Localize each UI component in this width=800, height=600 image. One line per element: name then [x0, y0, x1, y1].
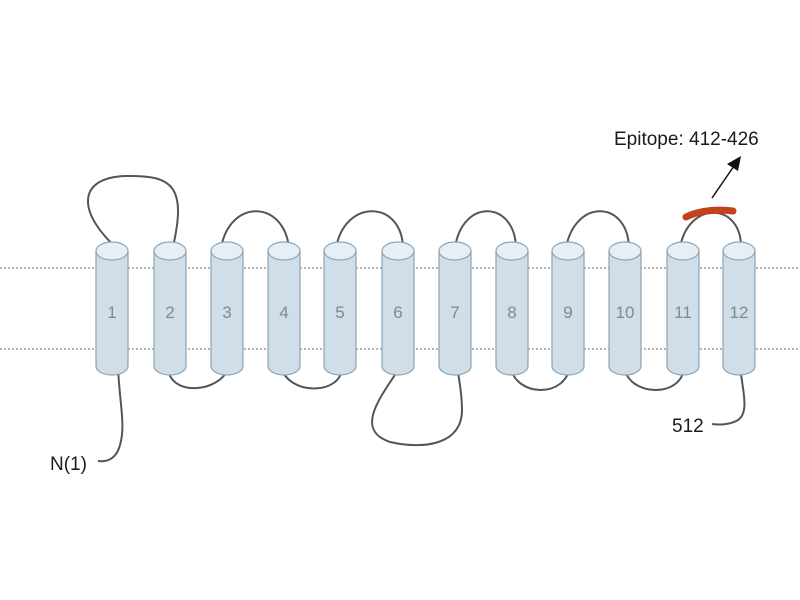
- extracellular-loop-1-2: [87, 174, 180, 252]
- helix-3: 3: [210, 241, 244, 376]
- helix-number-label: 1: [107, 303, 116, 322]
- helix-cap: [95, 241, 129, 261]
- helix-number-label: 11: [674, 303, 692, 322]
- extracellular-loop-7-8: [454, 210, 517, 249]
- intracellular-loop-6-7: [371, 365, 464, 447]
- helix-number-label: 7: [450, 303, 459, 322]
- extracellular-loop-5-6: [335, 210, 404, 249]
- n-terminal-tail: [97, 365, 124, 463]
- helix-number-label: 3: [222, 303, 231, 322]
- epitope-highlight: [682, 206, 737, 221]
- helix-number-label: 4: [279, 303, 288, 322]
- helix-number-label: 5: [335, 303, 344, 322]
- helix-cap: [381, 241, 415, 261]
- helix-4: 4: [267, 241, 301, 376]
- epitope-label: Epitope: 412-426: [614, 129, 759, 150]
- helix-cap: [608, 241, 642, 261]
- helix-number-label: 2: [165, 303, 174, 322]
- helix-cylinder: [210, 250, 244, 376]
- helix-7: 7: [438, 241, 472, 376]
- helix-number-label: 10: [616, 303, 635, 322]
- helix-cap: [210, 241, 244, 261]
- helix-5: 5: [323, 241, 357, 376]
- helix-cap: [323, 241, 357, 261]
- helix-cap: [438, 241, 472, 261]
- helix-cap: [153, 241, 187, 261]
- helix-11: 11: [666, 241, 700, 376]
- helix-number-label: 12: [730, 303, 749, 322]
- helix-number-label: 9: [563, 303, 572, 322]
- helix-number-label: 6: [393, 303, 402, 322]
- helix-2: 2: [153, 241, 187, 376]
- helix-cap: [722, 241, 756, 261]
- helix-cylinder: [495, 250, 529, 376]
- extracellular-loop-3-4: [220, 210, 290, 249]
- helix-8: 8: [495, 241, 529, 376]
- helix-1: 1: [95, 241, 129, 376]
- helix-cap: [666, 241, 700, 261]
- extracellular-loop-9-10: [565, 210, 630, 249]
- helix-cylinder: [438, 250, 472, 376]
- helix-cylinder: [95, 250, 129, 376]
- helix-cylinder: [267, 250, 301, 376]
- helix-cylinder: [666, 250, 700, 376]
- helix-cylinder: [722, 250, 756, 376]
- helix-cylinder: [323, 250, 357, 376]
- helix-cap: [495, 241, 529, 261]
- c-terminal-tail: [711, 365, 746, 426]
- helix-cylinder: [608, 250, 642, 376]
- helix-cylinder: [551, 250, 585, 376]
- helix-cap: [267, 241, 301, 261]
- helix-9: 9: [551, 241, 585, 376]
- helix-cylinder: [153, 250, 187, 376]
- c-terminus-label: 512: [672, 416, 704, 437]
- helix-10: 10: [608, 241, 642, 376]
- epitope-arrow-line: [711, 165, 735, 199]
- helix-number-label: 8: [507, 303, 516, 322]
- n-terminus-label: N(1): [50, 454, 87, 475]
- helix-cap: [551, 241, 585, 261]
- helix-cylinder: [381, 250, 415, 376]
- helix-12: 12: [722, 241, 756, 376]
- helix-6: 6: [381, 241, 415, 376]
- epitope-arrow-head: [727, 156, 741, 171]
